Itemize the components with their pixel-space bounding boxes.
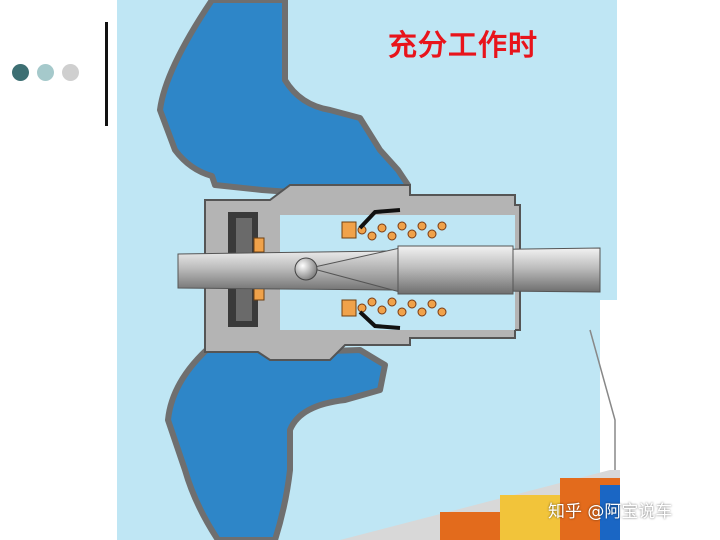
shaft-sleeve: [397, 245, 514, 295]
decoration-dot-dark: [12, 64, 29, 81]
lower-component-strip: [340, 470, 620, 540]
slide-decoration-dots: [12, 64, 79, 81]
spring-lower: [357, 297, 447, 317]
slide-divider-line: [105, 22, 108, 126]
lower-fluid-chamber: [165, 342, 388, 540]
slide-title: 充分工作时: [388, 28, 539, 62]
bearing-block-upper: [253, 237, 265, 253]
outer-part-edge: [589, 329, 616, 470]
spring-upper: [357, 221, 447, 241]
decoration-dot-mid: [37, 64, 54, 81]
seal-lip-upper: [358, 208, 401, 230]
seal-ring-upper: [341, 221, 357, 239]
decoration-dot-light: [62, 64, 79, 81]
check-ball: [294, 257, 318, 281]
seal-ring-lower: [341, 299, 357, 317]
watermark-text: 知乎 @阿宝说车: [548, 502, 673, 522]
upper-fluid-chamber: [157, 0, 411, 195]
seal-lip-lower: [358, 310, 401, 330]
